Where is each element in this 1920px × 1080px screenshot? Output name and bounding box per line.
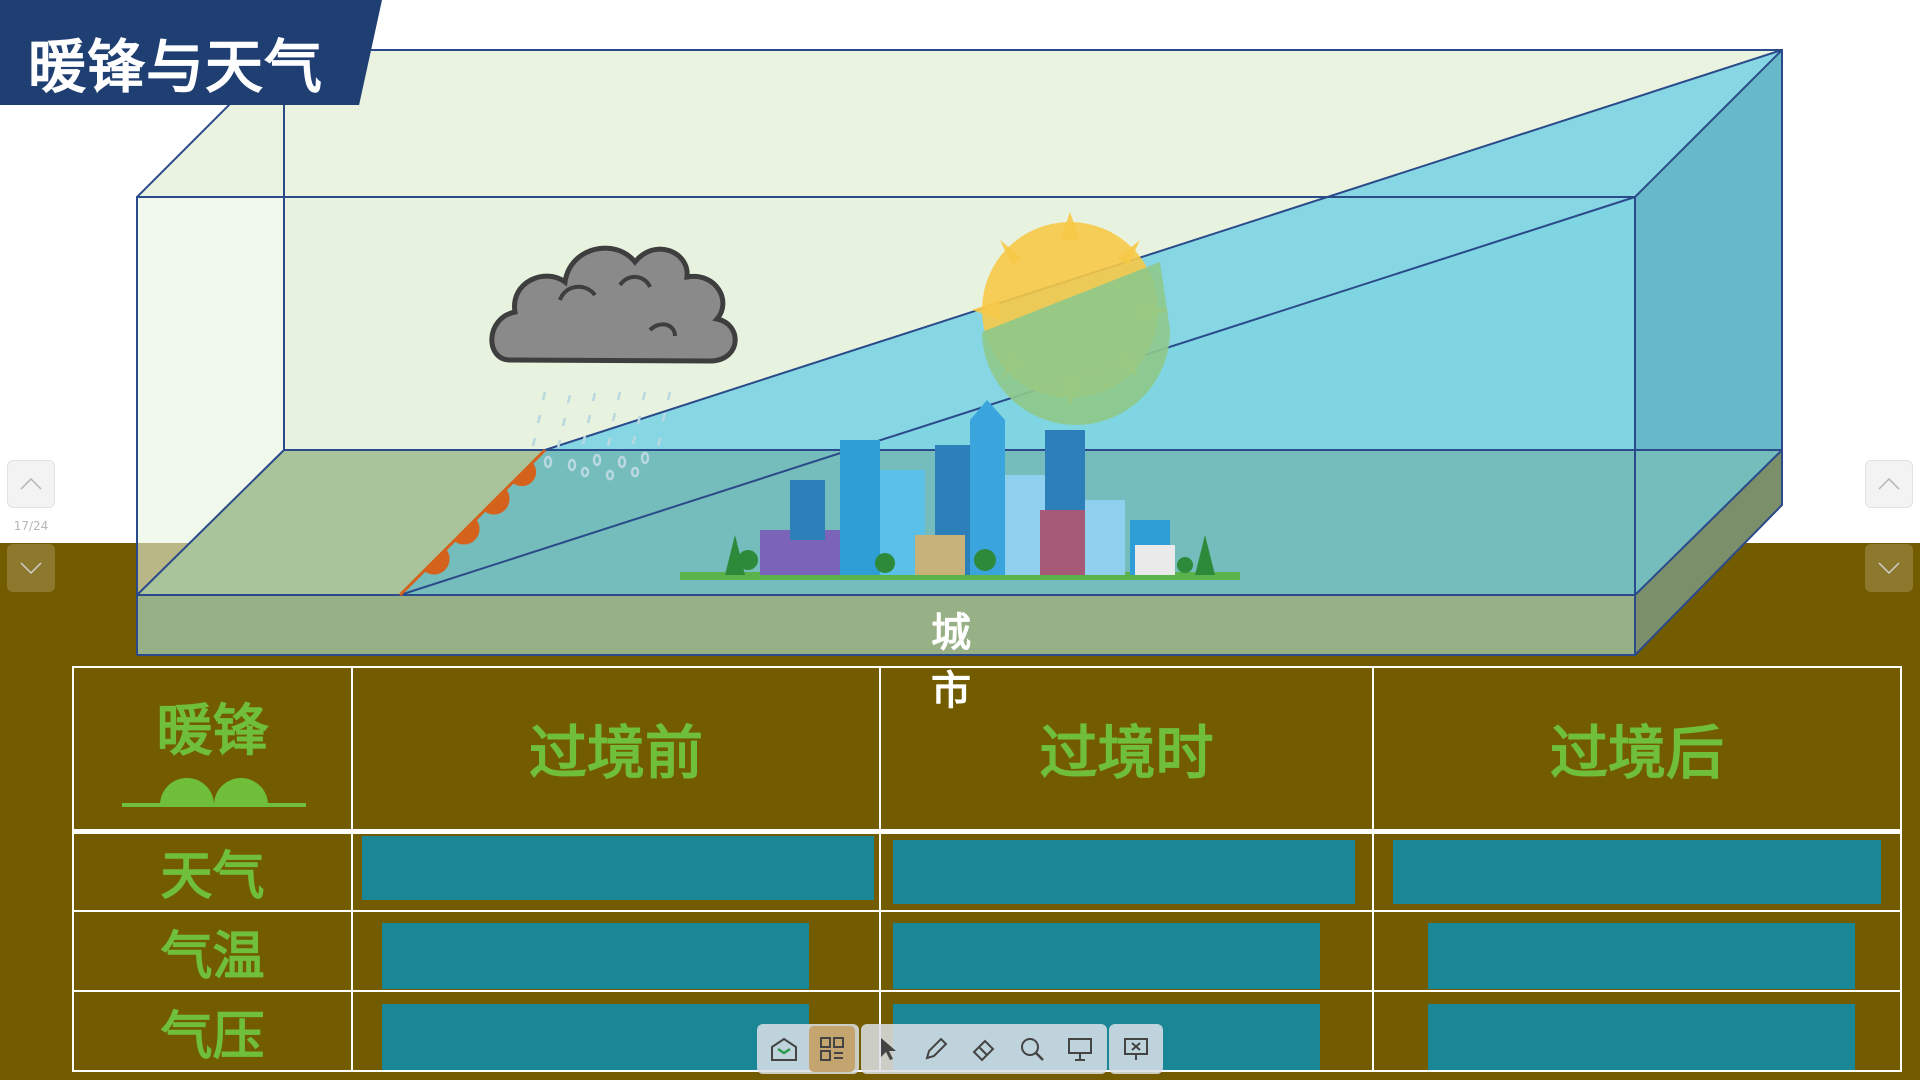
grid-view-button[interactable] xyxy=(809,1026,855,1072)
column-header-before: 过境前 xyxy=(351,666,881,834)
warm-front-label: 暖锋 xyxy=(156,699,269,764)
answer-cover-weather-before[interactable] xyxy=(362,836,874,900)
answer-cover-temperature-after[interactable] xyxy=(1428,923,1855,989)
page-indicator-right: 17/24 xyxy=(1871,519,1907,533)
rain-drops xyxy=(531,391,672,481)
chevron-down-icon xyxy=(20,562,42,575)
slides-button[interactable] xyxy=(761,1026,807,1072)
pen-button[interactable] xyxy=(913,1026,959,1072)
warm-front-symbol xyxy=(398,448,547,597)
zoom-icon xyxy=(1021,1038,1044,1061)
row-header-temperature: 气温 xyxy=(72,910,353,992)
ground-strip-side xyxy=(1635,450,1782,655)
page-indicator-left: 17/24 xyxy=(13,519,49,533)
presentation-toolbar xyxy=(757,1024,1163,1074)
city-skyline xyxy=(680,400,1240,580)
previous-slide-button-right[interactable] xyxy=(1865,460,1913,508)
previous-slide-button-left[interactable] xyxy=(7,460,55,508)
rain-cloud-icon xyxy=(489,245,738,364)
answer-cover-temperature-before[interactable] xyxy=(382,923,809,989)
whiteboard-button[interactable] xyxy=(1057,1026,1103,1072)
row-header-weather: 天气 xyxy=(72,830,353,912)
exit-slideshow-button[interactable] xyxy=(1113,1026,1159,1072)
right-slide-nav: 17/24 xyxy=(1865,460,1913,600)
answer-cover-weather-during[interactable] xyxy=(893,840,1355,904)
eraser-button[interactable] xyxy=(961,1026,1007,1072)
warm-air-top-panel xyxy=(137,50,1782,197)
grid-view-icon xyxy=(820,1037,844,1061)
exit-slideshow-icon xyxy=(1124,1038,1148,1060)
chevron-up-icon xyxy=(1878,477,1900,490)
toolbar-group-view xyxy=(757,1024,859,1074)
column-header-during: 过境时 xyxy=(879,666,1374,834)
left-slide-nav: 17/24 xyxy=(7,460,55,600)
title-banner xyxy=(0,0,382,105)
warm-front-map-symbol xyxy=(122,777,306,807)
corner-cell: 暖锋 xyxy=(72,666,353,834)
pointer-icon xyxy=(881,1038,896,1060)
chevron-down-icon xyxy=(1878,562,1900,575)
answer-cover-pressure-after[interactable] xyxy=(1428,1004,1855,1070)
pointer-button[interactable] xyxy=(865,1026,911,1072)
whiteboard-icon xyxy=(1068,1038,1092,1061)
answer-cover-temperature-during[interactable] xyxy=(893,923,1320,989)
column-header-after: 过境后 xyxy=(1372,666,1902,834)
slides-icon xyxy=(771,1037,797,1061)
sun-icon xyxy=(972,212,1171,425)
eraser-icon xyxy=(972,1039,995,1062)
pen-icon xyxy=(925,1037,948,1060)
next-slide-button-left[interactable] xyxy=(7,544,55,592)
toolbar-group-annotate xyxy=(861,1024,1107,1074)
ground-strip xyxy=(137,595,1635,655)
answer-cover-pressure-before[interactable] xyxy=(382,1004,809,1070)
toolbar-group-exit xyxy=(1109,1024,1163,1074)
next-slide-button-right[interactable] xyxy=(1865,544,1913,592)
chevron-up-icon xyxy=(20,477,42,490)
answer-cover-weather-after[interactable] xyxy=(1393,840,1881,904)
row-header-pressure: 气压 xyxy=(72,990,353,1072)
zoom-button[interactable] xyxy=(1009,1026,1055,1072)
page-title: 暖锋与天气 xyxy=(28,33,324,101)
